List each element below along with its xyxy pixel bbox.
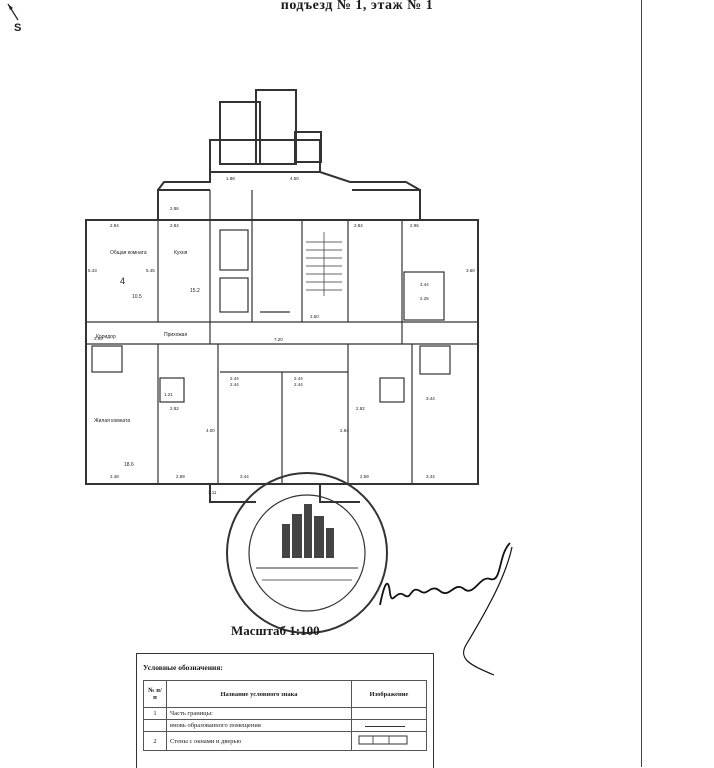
- page-title: подъезд № 1, этаж № 1: [280, 0, 434, 13]
- dim-label: 3.44: [426, 474, 435, 479]
- dim-label: 2.86: [170, 206, 179, 211]
- room-label-living: Общая комната: [110, 250, 147, 256]
- legend-row-name: Стены с окнами и дверью: [166, 731, 352, 751]
- dim-label: 4.00: [206, 428, 215, 433]
- dim-label: 2.44: [294, 382, 303, 387]
- legend-row-num: 2: [143, 731, 167, 751]
- area-label: 10.5: [132, 294, 142, 300]
- dim-label: 1.88: [226, 176, 235, 181]
- dim-label: 2.84: [354, 223, 363, 228]
- dim-label: 2.84: [170, 223, 179, 228]
- dim-label: 3.60: [466, 268, 475, 273]
- legend-row-num: 1: [143, 707, 167, 720]
- legend-table: № п/п Название условного знака Изображен…: [143, 680, 427, 751]
- room-label-hall: Прихожая: [164, 332, 187, 338]
- table-row: 2 Стены с окнами и дверью: [143, 731, 427, 751]
- dim-label: 2.44: [230, 376, 239, 381]
- stamp-seal-icon: [226, 472, 388, 634]
- dim-label: 2.50: [310, 314, 319, 319]
- dim-label: 5.45: [146, 268, 155, 273]
- room-label-kitchen: Кухня: [174, 250, 188, 256]
- dim-label: 5.43: [88, 268, 97, 273]
- dim-label: 3.44: [420, 282, 429, 287]
- legend-row-name: Часть границы:: [166, 707, 352, 720]
- area-label: 18.6: [124, 462, 134, 468]
- dim-label: 2.44: [230, 382, 239, 387]
- area-label: 15.2: [190, 288, 200, 294]
- dim-label: 2.96: [410, 223, 419, 228]
- north-arrow-icon: [7, 3, 19, 21]
- legend-box: Условные обозначения: № п/п Название усл…: [136, 653, 434, 768]
- table-row: вновь образованного помещения: [143, 719, 427, 732]
- compass-letter: S: [14, 22, 22, 34]
- dim-label: 3.44: [240, 474, 249, 479]
- sheet-border: [641, 0, 642, 767]
- dim-label: 2.48: [110, 474, 119, 479]
- legend-row-name: вновь образованного помещения: [166, 719, 352, 732]
- room-label-bedroom: Жилая комната: [94, 418, 130, 424]
- dim-label: 7.20: [274, 337, 283, 342]
- legend-header-num: № п/п: [143, 680, 167, 708]
- floor-plan: Общая комната Кухня Коридор Прихожая Жил…: [85, 89, 479, 503]
- dim-label: 2.82: [170, 406, 179, 411]
- wall-symbol-icon: [358, 735, 408, 745]
- dim-label: 3.44: [426, 396, 435, 401]
- legend-row-image: [351, 719, 427, 732]
- dim-label: 2.94: [340, 428, 349, 433]
- dim-label: 2.82: [356, 406, 365, 411]
- legend-row-image: [351, 731, 427, 751]
- dim-label: 2.25: [420, 296, 429, 301]
- room-label-corridor: Коридор: [96, 334, 116, 340]
- legend-header-name: Название условного знака: [166, 680, 352, 708]
- legend-header-row: № п/п Название условного знака Изображен…: [143, 680, 427, 708]
- signature-icon: [379, 542, 513, 676]
- table-row: 1 Часть границы:: [143, 707, 427, 720]
- dim-label: 4.50: [290, 176, 299, 181]
- legend-title: Условные обозначения:: [143, 663, 223, 672]
- legend-header-image: Изображение: [351, 680, 427, 708]
- dim-label: 2.89: [176, 474, 185, 479]
- dim-label: 2.69: [94, 336, 103, 341]
- dim-label: 2.84: [110, 223, 119, 228]
- legend-row-image: [351, 707, 427, 720]
- dim-label: 1.11: [208, 490, 217, 495]
- boundary-line-icon: [365, 726, 405, 727]
- dim-label: 2.44: [294, 376, 303, 381]
- dim-label: 2.59: [360, 474, 369, 479]
- scale-label: Масштаб 1:100: [231, 623, 320, 638]
- room-number: 4: [120, 276, 125, 286]
- dim-label: 1.21: [164, 392, 173, 397]
- legend-row-num: [143, 719, 167, 732]
